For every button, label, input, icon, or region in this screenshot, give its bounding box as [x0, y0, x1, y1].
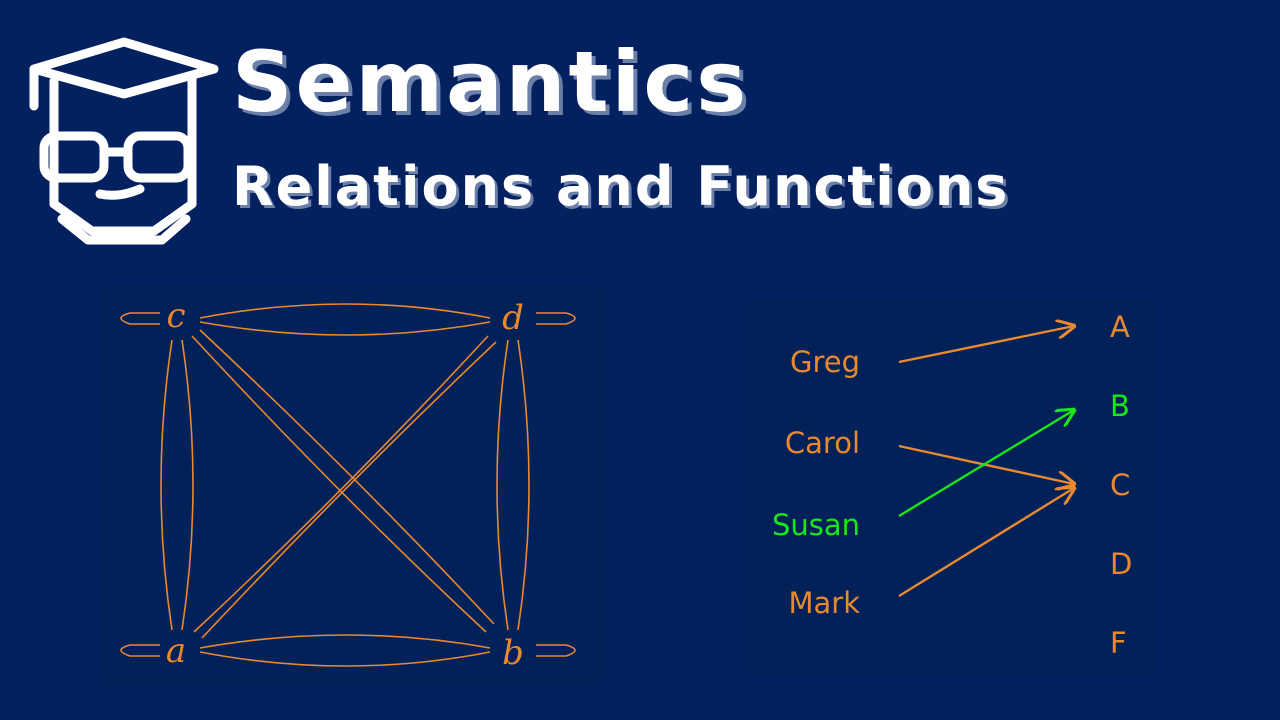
self-loop-c: [120, 312, 160, 325]
function-mapping-panel: [745, 300, 1155, 675]
self-loop-a: [120, 644, 160, 657]
edge-b-d: [517, 339, 530, 631]
codomain-d: D: [1110, 547, 1132, 581]
node-d: d: [502, 298, 524, 338]
edge-d-b: [496, 339, 509, 631]
edge-c-d: [199, 303, 491, 319]
node-a: a: [166, 631, 186, 671]
edge-a-b: [199, 634, 491, 649]
edge-c-a: [160, 339, 173, 631]
domain-greg: Greg: [790, 345, 860, 379]
self-loop-d: [536, 312, 576, 325]
arrow-greg-to-a: [898, 326, 1074, 364]
codomain-c: C: [1110, 468, 1130, 502]
arrow-susan-to-b: [898, 410, 1074, 518]
page-title: Semantics: [232, 33, 750, 131]
codomain-a: A: [1110, 310, 1130, 344]
edge-d-c: [199, 321, 491, 336]
arrow-mark-to-c: [898, 488, 1074, 598]
edge-a-d: [201, 341, 497, 639]
arrow-carol-to-c: [898, 444, 1074, 484]
self-loop-b: [536, 644, 576, 657]
edge-c-b: [191, 335, 487, 633]
page-subtitle: Relations and Functions: [232, 155, 1010, 218]
domain-carol: Carol: [785, 426, 860, 460]
student-logo-icon: [29, 37, 219, 245]
function-mapping: Greg Carol Susan Mark A B C D F: [772, 310, 1132, 660]
codomain-b: B: [1110, 389, 1130, 423]
edge-d-a: [193, 335, 489, 633]
edge-b-a: [199, 651, 491, 667]
edge-a-c: [181, 339, 194, 631]
node-c: c: [166, 296, 185, 336]
edge-b-c: [199, 329, 495, 625]
codomain-f: F: [1110, 626, 1127, 660]
domain-mark: Mark: [788, 586, 860, 620]
node-b: b: [502, 633, 524, 673]
domain-susan: Susan: [772, 508, 860, 542]
